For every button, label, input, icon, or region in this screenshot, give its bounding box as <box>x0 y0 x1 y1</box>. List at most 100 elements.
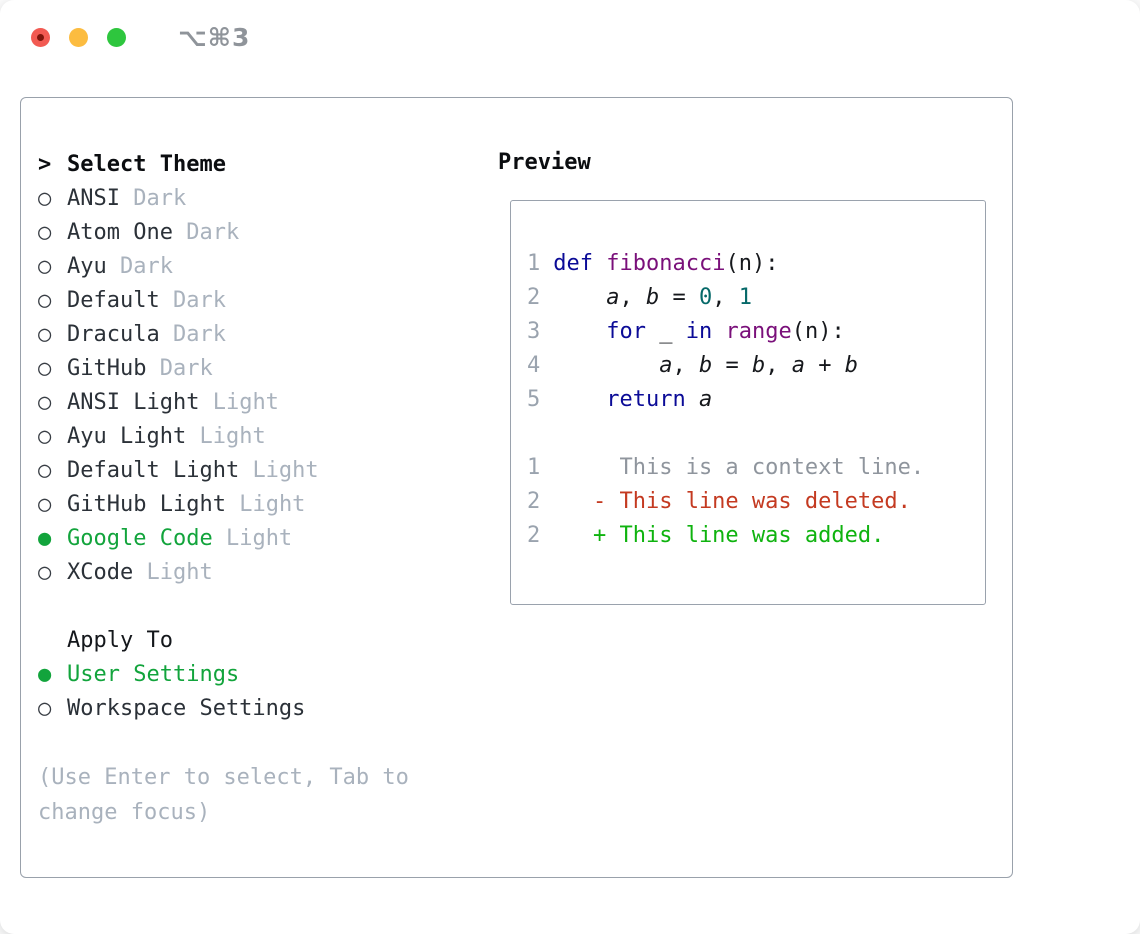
theme-name: Default Light <box>67 458 240 483</box>
preview-line: 4 a, b = b, a + b <box>527 349 969 383</box>
code-segment-va: a <box>659 353 673 378</box>
code-segment-pl <box>686 387 699 412</box>
preview-line: 2 + This line was added. <box>527 519 969 553</box>
line-number: 5 <box>527 387 541 412</box>
code-segment-nm: 1 <box>738 285 752 310</box>
line-number: 2 <box>527 523 541 548</box>
preview-header: Preview <box>498 150 591 175</box>
line-number: 4 <box>527 353 541 378</box>
theme-variant: Light <box>252 458 319 483</box>
theme-name: Dracula <box>67 322 160 347</box>
theme-selector: >Select Theme ○ANSI Dark○Atom One Dark○A… <box>38 148 436 830</box>
select-theme-header: >Select Theme <box>38 148 436 182</box>
zoom-button[interactable] <box>107 27 126 47</box>
preview-line: 2 a, b = 0, 1 <box>527 281 969 315</box>
code-segment-pl: = <box>659 285 699 310</box>
apply-target-label: Workspace Settings <box>67 696 306 721</box>
minimize-button[interactable] <box>69 27 88 47</box>
code-segment-fn: fibonacci <box>606 251 726 276</box>
radio-icon: ○ <box>38 390 52 415</box>
code-segment-va: b <box>844 353 858 378</box>
theme-option-ansi[interactable]: ○ANSI Dark <box>38 182 436 216</box>
apply-target-user-settings[interactable]: ● User Settings <box>38 658 436 692</box>
radio-icon: ○ <box>38 322 52 347</box>
radio-icon: ○ <box>38 288 52 313</box>
code-segment-pl: (n): <box>725 251 779 276</box>
select-theme-header-label: Select Theme <box>67 152 226 177</box>
titlebar: ⌥⌘3 <box>31 23 250 52</box>
code-segment-ctx: This is a context line. <box>540 455 925 480</box>
code-segment-pl: , <box>619 285 646 310</box>
theme-option-default[interactable]: ○Default Dark <box>38 284 436 318</box>
code-segment-pl <box>540 285 606 310</box>
theme-option-xcode[interactable]: ○XCode Light <box>38 556 436 590</box>
code-segment-va: a <box>606 285 620 310</box>
theme-option-default-light[interactable]: ○ Default Light Light <box>38 454 436 488</box>
theme-variant: Dark <box>159 356 213 381</box>
code-segment-va: b <box>698 353 713 378</box>
line-number: 2 <box>527 489 541 514</box>
line-number: 2 <box>527 285 541 310</box>
theme-option-ansi-light[interactable]: ○ANSI Light Light <box>38 386 436 420</box>
theme-option-ayu-light[interactable]: ○Ayu Light Light <box>38 420 436 454</box>
code-segment-pl: , <box>672 353 699 378</box>
radio-icon: ○ <box>38 492 52 517</box>
code-segment-kw: return <box>606 387 686 412</box>
apply-target-workspace-settings[interactable]: ○Workspace Settings <box>38 692 436 726</box>
theme-option-github-light[interactable]: ○ GitHub Light Light <box>38 488 436 522</box>
code-segment-del: - This line was deleted. <box>540 489 911 514</box>
code-segment-va: b <box>645 285 660 310</box>
apply-target-label: User Settings <box>67 662 240 687</box>
close-button[interactable] <box>31 27 50 47</box>
window-title: ⌥⌘3 <box>178 22 251 52</box>
theme-variant: Light <box>212 390 279 415</box>
code-segment-pl: , <box>712 285 739 310</box>
preview-line: 1 This is a context line. <box>527 451 969 485</box>
theme-option-google-code[interactable]: ● Google Code Light <box>38 522 436 556</box>
theme-name: GitHub Light <box>67 492 226 517</box>
radio-icon: ○ <box>38 458 52 483</box>
keyboard-hint: (Use Enter to select, Tab to change focu… <box>38 765 409 825</box>
theme-name: XCode <box>67 560 134 585</box>
theme-variant: Dark <box>133 186 187 211</box>
code-segment-pl: = <box>712 353 752 378</box>
theme-option-dracula[interactable]: ○Dracula Dark <box>38 318 436 352</box>
preview-line: 3 for _ in range(n): <box>527 315 969 349</box>
blank-line <box>527 417 969 451</box>
code-segment-kw: for <box>606 319 646 344</box>
radio-icon: ○ <box>38 220 52 245</box>
code-segment-va: a <box>698 387 713 412</box>
code-segment-nm: 0 <box>698 285 713 310</box>
preview-line: 1 def fibonacci(n): <box>527 247 969 281</box>
apply-to-header-label: Apply To <box>67 628 173 653</box>
code-segment-pl <box>540 251 553 276</box>
line-number: 1 <box>527 455 541 480</box>
preview-line: 2 - This line was deleted. <box>527 485 969 519</box>
theme-option-atom-one[interactable]: ○Atom One Dark <box>38 216 436 250</box>
theme-option-github[interactable]: ○GitHub Dark <box>38 352 436 386</box>
code-segment-pl <box>540 319 606 344</box>
radio-icon: ○ <box>38 560 52 585</box>
line-number: 3 <box>527 319 541 344</box>
code-segment-add: + This line was added. <box>540 523 885 548</box>
theme-name: Default <box>67 288 160 313</box>
theme-variant: Dark <box>120 254 173 279</box>
preview-line: 5 return a <box>527 383 969 417</box>
code-segment-va: b <box>751 353 766 378</box>
apply-to-header: Apply To <box>38 624 436 658</box>
diff-preview: 1 This is a context line.2 - This line w… <box>527 451 969 553</box>
code-segment-fn: range <box>725 319 792 344</box>
theme-name: Google Code <box>67 526 213 551</box>
code-segment-va: a <box>791 353 805 378</box>
theme-name: ANSI <box>67 186 120 211</box>
theme-option-ayu[interactable]: ○Ayu Dark <box>38 250 436 284</box>
code-segment-pl: + <box>804 353 845 378</box>
selected-radio-icon: ● <box>38 662 52 687</box>
selected-radio-icon: ● <box>38 526 52 551</box>
code-segment-pl <box>540 353 659 378</box>
apply-target-list: ● User Settings ○Workspace Settings <box>38 658 436 726</box>
theme-variant: Light <box>225 526 293 551</box>
theme-variant: Light <box>239 492 306 517</box>
